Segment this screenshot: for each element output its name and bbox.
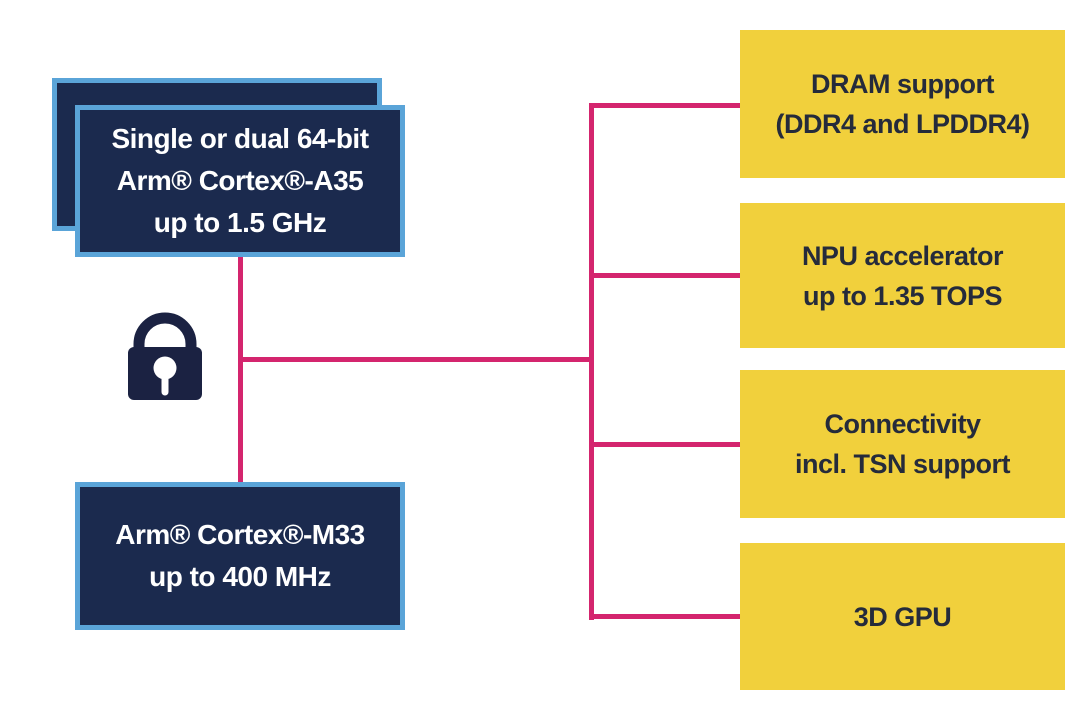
lock-icon — [128, 312, 202, 400]
connector-stub-gpu — [589, 614, 740, 619]
connector-stub-connectivity — [589, 442, 740, 447]
feature-box-gpu: 3D GPU — [740, 543, 1065, 690]
feature-box-dram: DRAM support (DDR4 and LPDDR4) — [740, 30, 1065, 178]
a35-line-3: up to 1.5 GHz — [153, 207, 327, 238]
m33-line-2: up to 400 MHz — [149, 561, 331, 592]
feature-box-npu: NPU accelerator up to 1.35 TOPS — [740, 203, 1065, 348]
npu-line-1: NPU accelerator — [801, 240, 1004, 271]
a35-line-2: Arm® Cortex®-A35 — [116, 165, 364, 196]
connector-stub-npu — [589, 273, 740, 278]
cortex-a35-box: Single or dual 64-bit Arm® Cortex®-A35 u… — [75, 105, 405, 257]
dram-line-2: (DDR4 and LPDDR4) — [775, 109, 1030, 139]
connectivity-line-2: incl. TSN support — [794, 449, 1011, 479]
m33-line-1: Arm® Cortex®-M33 — [115, 519, 365, 550]
npu-line-2: up to 1.35 TOPS — [802, 280, 1003, 311]
connector-stub-dram — [589, 103, 740, 108]
connector-main-horizontal — [238, 357, 594, 362]
connector-right-trunk — [589, 103, 594, 620]
a35-line-1: Single or dual 64-bit — [111, 123, 369, 154]
feature-box-connectivity: Connectivity incl. TSN support — [740, 370, 1065, 518]
cortex-m33-box: Arm® Cortex®-M33 up to 400 MHz — [75, 482, 405, 630]
gpu-line-1: 3D GPU — [853, 601, 952, 632]
connector-left-vertical — [238, 257, 243, 482]
dram-line-1: DRAM support — [811, 69, 994, 99]
connectivity-line-1: Connectivity — [824, 409, 981, 439]
